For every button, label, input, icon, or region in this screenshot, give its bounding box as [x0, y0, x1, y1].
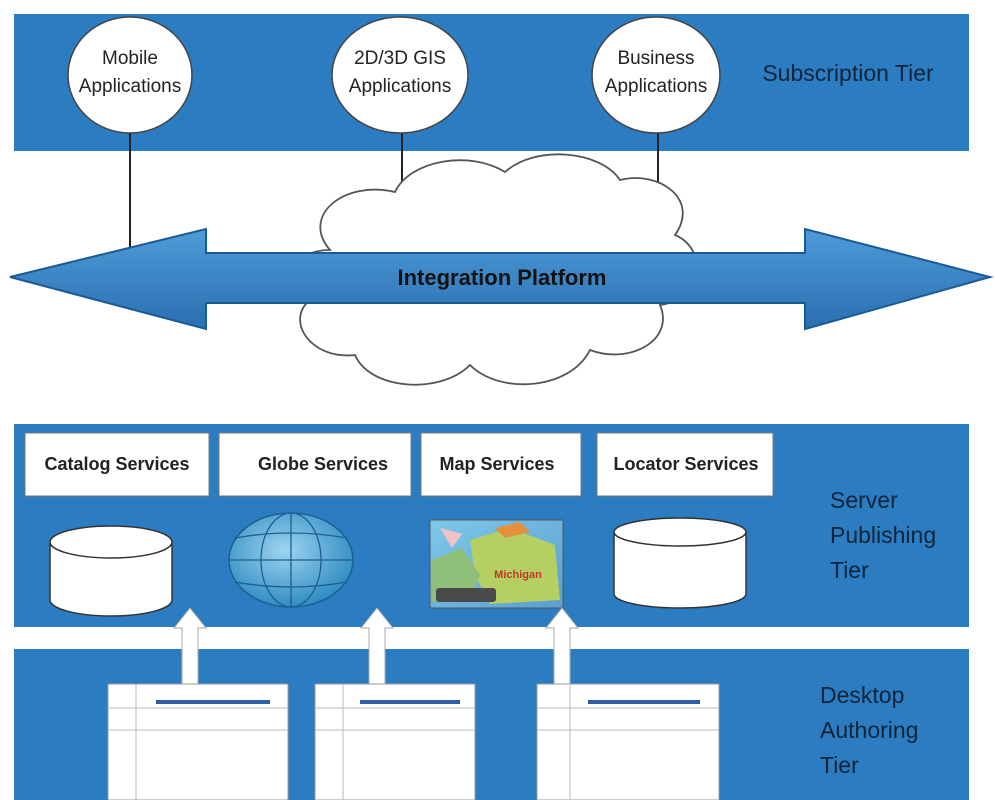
integration-platform-arrow: [9, 227, 994, 331]
mobile-applications-node: Mobile Applications: [67, 16, 193, 134]
locator-database-icon: [613, 517, 747, 609]
business-applications-line1: Business: [617, 48, 694, 69]
catalog-services-label: Catalog Services: [44, 454, 189, 474]
globe-icon: [228, 512, 354, 608]
business-applications-line2: Applications: [605, 76, 707, 97]
upload-arrow-3: [544, 607, 580, 685]
upload-arrow-2: [359, 607, 395, 685]
desktop-window-icon-2: [314, 683, 476, 800]
subscription-tier-label: Subscription Tier: [762, 60, 934, 86]
map-michigan-label: Michigan: [494, 569, 542, 581]
server-tier-label-line3: Tier: [830, 557, 869, 583]
locator-services-label: Locator Services: [613, 454, 758, 474]
server-tier-label-line1: Server: [830, 487, 898, 513]
globe-services-label: Globe Services: [258, 454, 388, 474]
locator-services-box: Locator Services: [596, 432, 774, 497]
catalog-database-icon: [49, 525, 173, 617]
desktop-window-icon-1: [107, 683, 289, 800]
mobile-applications-line1: Mobile: [102, 48, 158, 69]
desktop-window-icon-3: [536, 683, 720, 800]
catalog-services-box: Catalog Services: [24, 432, 210, 497]
desktop-tier-label-line3: Tier: [820, 752, 859, 778]
map-services-box: Map Services: [420, 432, 582, 497]
gis-applications-line1: 2D/3D GIS: [354, 48, 446, 69]
business-applications-node: Business Applications: [591, 16, 721, 134]
mobile-applications-line2: Applications: [79, 76, 181, 97]
map-services-label: Map Services: [439, 454, 554, 474]
upload-arrow-1: [172, 607, 208, 685]
desktop-tier-label-line1: Desktop: [820, 682, 904, 708]
integration-platform-label: Integration Platform: [397, 265, 606, 290]
gis-applications-line2: Applications: [349, 76, 451, 97]
globe-services-box: Globe Services: [218, 432, 412, 497]
gis-applications-node: 2D/3D GIS Applications: [331, 16, 469, 134]
map-image-icon: Michigan: [429, 519, 564, 609]
desktop-tier-label-line2: Authoring: [820, 717, 918, 743]
server-tier-label-line2: Publishing: [830, 522, 936, 548]
